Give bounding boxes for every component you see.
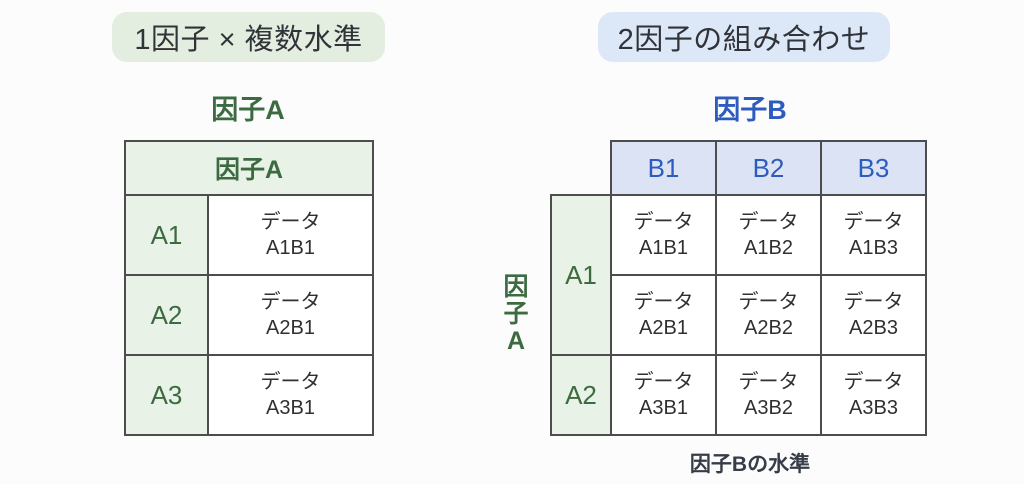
row-header-a1: A1 [124,194,209,276]
right-section-badge: 2因子の組み合わせ [598,12,890,62]
data-cell-line: A1B3 [849,237,898,259]
data-cell-a2b3: データ A2B3 [820,274,927,356]
data-cell-line: A3B2 [744,397,793,419]
data-cell-line: A3B1 [639,397,688,419]
data-cell-line: データ [843,211,904,233]
table-row: A1 データ A1B1 データ A1B2 データ A1B3 [550,194,927,356]
col-header-b2: B2 [715,140,822,196]
data-cell-a3b2: データ A3B2 [715,354,822,436]
table-row: A2 データ A3B1 データ A3B2 データ A3B3 [550,354,927,436]
row-header-a2: A2 [124,274,209,356]
factor-a-axis-label: 因子A [503,273,529,355]
data-cell-a2b1: データ A2B1 [207,274,374,356]
factor-combination-table: B1 B2 B3 A1 データ A1B1 データ A1B2 データ A1B3 [550,140,927,436]
data-cell-line: A1B1 [639,237,688,259]
table-row: データ A2B1 データ A2B2 データ A2B3 [551,274,927,356]
data-cell-line: データ [843,291,904,313]
col-header-b1: B1 [610,140,717,196]
data-cell-line: A1B2 [744,237,793,259]
data-cell-a3b3: データ A3B3 [820,354,927,436]
data-cell-line: データ [738,211,799,233]
data-cell-line: A3B3 [849,397,898,419]
data-cell-line: A2B1 [639,317,688,339]
data-cell-a3b1: データ A3B1 [610,354,717,436]
data-cell-line: データ [738,371,799,393]
data-cell-a1b2: データ A1B2 [715,194,822,276]
data-cell-line: データ [260,211,321,233]
row-header-a2: A2 [550,354,612,436]
data-cell-line: データ [633,211,694,233]
data-cell-a2b2: データ A2B2 [715,274,822,356]
single-factor-table: 因子A A1 データ A1B1 A2 データ A2B1 A3 データ [124,140,374,436]
table-row: A3 データ A3B1 [124,354,374,436]
data-cell-line: A1B1 [266,237,315,259]
left-section-badge: 1因子 × 複数水準 [112,12,385,62]
column-header-row: B1 B2 B3 [551,140,927,196]
factor-b-levels-caption: 因子Bの水準 [689,453,811,476]
row-header-a3: A3 [124,354,209,436]
left-table-header: 因子A [124,140,374,196]
data-cell-a3b1: データ A3B1 [207,354,374,436]
data-cell-a1b3: データ A1B3 [820,194,927,276]
table-row: A2 データ A2B1 [124,274,374,356]
data-cell-a1b1: データ A1B1 [610,194,717,276]
data-cell-line: データ [843,371,904,393]
data-cell-line: データ [260,371,321,393]
data-cell-line: A3B1 [266,397,315,419]
data-cell-line: データ [738,291,799,313]
col-header-b3: B3 [820,140,927,196]
data-cell-line: データ [260,291,321,313]
data-cell-line: A2B1 [266,317,315,339]
right-table-title: 因子B [713,94,787,125]
data-cell-line: A2B3 [849,317,898,339]
data-cell-a1b1: データ A1B1 [207,194,374,276]
data-cell-line: データ [633,291,694,313]
data-cell-a2b1: データ A2B1 [610,274,717,356]
table-row: A1 データ A1B1 [124,194,374,276]
data-cell-line: A2B2 [744,317,793,339]
corner-cell [551,141,611,195]
left-table-title: 因子A [211,94,285,125]
data-cell-line: データ [633,371,694,393]
row-header-a1: A1 [550,194,612,356]
